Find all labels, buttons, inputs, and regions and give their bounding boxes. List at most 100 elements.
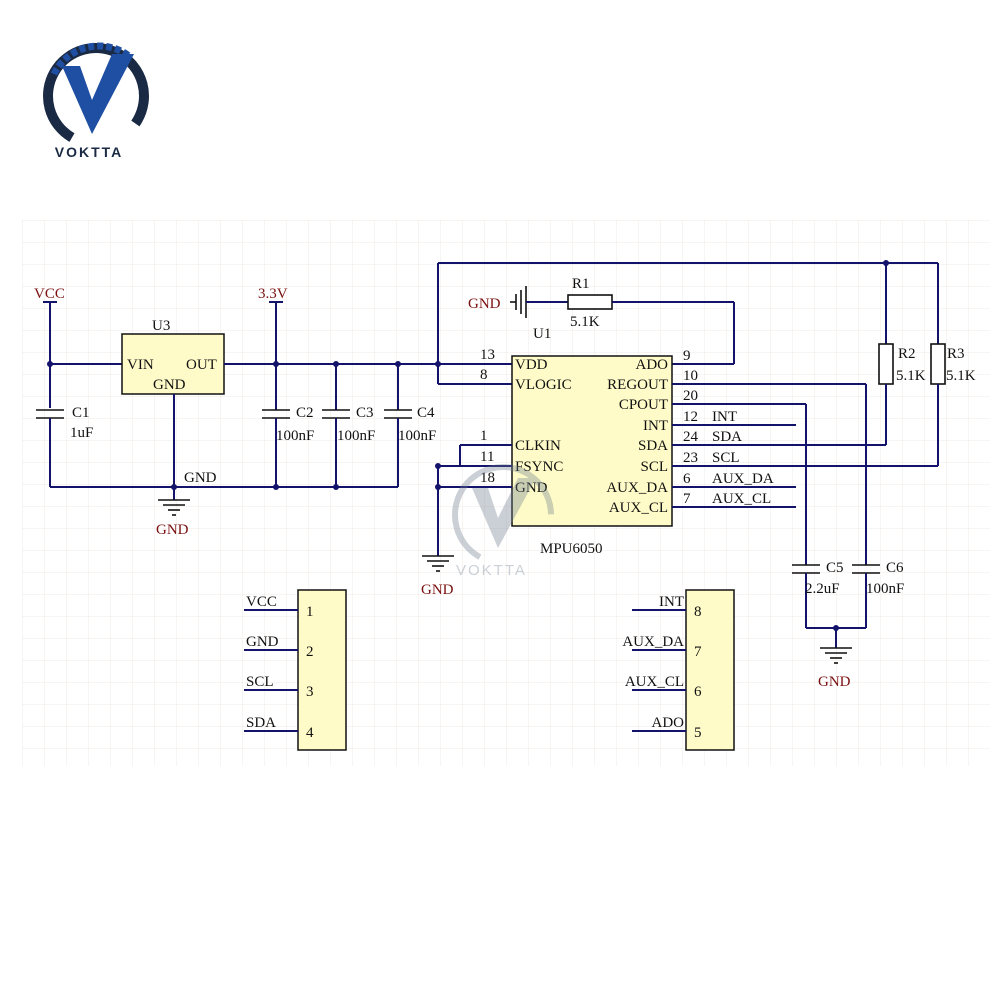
mpu-pin-number: 13 xyxy=(480,347,495,363)
mpu-pin-number: 10 xyxy=(683,368,698,384)
svg-text:GND: GND xyxy=(153,377,186,393)
capacitor-c3: C3 100nF xyxy=(322,364,375,487)
mpu-pin-name: AUX_CL xyxy=(609,500,668,516)
svg-text:5.1K: 5.1K xyxy=(946,368,976,384)
ground-symbol-caps: GND xyxy=(818,647,852,690)
mpu-pin-number: 7 xyxy=(683,491,691,507)
connector-left-pin-number: 3 xyxy=(306,684,314,700)
mpu-pin-name: INT xyxy=(643,418,668,434)
capacitor-c6: C6 100nF xyxy=(852,560,904,628)
mpu-pin-number: 6 xyxy=(683,471,691,487)
mpu-net-label: AUX_CL xyxy=(712,491,771,507)
mpu-pin-number: 20 xyxy=(683,388,698,404)
mpu-pin-number: 24 xyxy=(683,429,699,445)
resistor-r1: R1 5.1K xyxy=(567,276,613,330)
connector-right-label: AUX_CL xyxy=(625,674,684,690)
connector-right xyxy=(685,589,735,751)
svg-text:5.1K: 5.1K xyxy=(896,368,926,384)
svg-text:100nF: 100nF xyxy=(398,428,436,444)
mpu-pin-name: SDA xyxy=(638,438,668,454)
mpu-pin-number: 11 xyxy=(480,449,494,465)
connector-left-pin-number: 2 xyxy=(306,644,314,660)
v33-label: 3.3V xyxy=(258,286,288,302)
resistor-r2: R2 5.1K xyxy=(878,343,926,385)
svg-text:C3: C3 xyxy=(356,405,374,421)
watermark: VOKTTA xyxy=(452,464,555,579)
mpu-pin-name: VLOGIC xyxy=(515,377,572,393)
mpu-pin-name: VDD xyxy=(515,357,548,373)
svg-text:GND: GND xyxy=(156,522,189,538)
logo-arc-blue xyxy=(50,42,132,76)
mpu-pin-number: 8 xyxy=(480,367,488,383)
svg-text:C5: C5 xyxy=(826,560,844,576)
brand-name: VOKTTA xyxy=(54,144,124,160)
connector-left-label: GND xyxy=(246,634,279,650)
mpu-net-label: INT xyxy=(712,409,737,425)
svg-text:OUT: OUT xyxy=(186,357,217,373)
logo-v-mark xyxy=(62,54,134,134)
svg-text:C4: C4 xyxy=(417,405,435,421)
voktta-logo xyxy=(43,42,149,149)
gnd-u1-label: GND xyxy=(468,296,501,312)
svg-text:MPU6050: MPU6050 xyxy=(540,541,603,557)
capacitor-c5: C5 2.2uF xyxy=(792,560,844,628)
mpu-pin-name: CLKIN xyxy=(515,438,561,454)
vcc-label: VCC xyxy=(34,286,65,302)
svg-text:R2: R2 xyxy=(898,346,916,362)
svg-text:2.2uF: 2.2uF xyxy=(805,581,840,597)
connector-right-label: ADO xyxy=(652,715,685,731)
svg-text:C1: C1 xyxy=(72,405,90,421)
svg-text:100nF: 100nF xyxy=(866,581,904,597)
grid-background xyxy=(22,220,990,766)
connector-right-pin-number: 8 xyxy=(694,604,702,620)
connector-left-label: SDA xyxy=(246,715,276,731)
connector-left-pin-number: 4 xyxy=(306,725,314,741)
mpu-pin-name: GND xyxy=(515,480,548,496)
capacitor-c1: C1 1uF xyxy=(36,405,93,441)
regulator-u3: U3 VIN OUT GND xyxy=(121,318,225,395)
mpu-pin-name: ADO xyxy=(636,357,669,373)
capacitor-c4: C4 100nF xyxy=(384,364,436,487)
svg-text:R3: R3 xyxy=(947,346,965,362)
connector-left-label: VCC xyxy=(246,594,277,610)
mpu-pin-name: AUX_DA xyxy=(606,480,668,496)
connector-right-pin-number: 7 xyxy=(694,644,702,660)
ground-symbol-mpu: GND xyxy=(421,555,454,598)
svg-text:5.1K: 5.1K xyxy=(570,314,600,330)
svg-text:R1: R1 xyxy=(572,276,590,292)
svg-text:C6: C6 xyxy=(886,560,904,576)
junction-dots xyxy=(47,260,889,631)
ground-symbol-reg: GND xyxy=(156,499,190,538)
svg-text:GND: GND xyxy=(421,582,454,598)
connector-left-pin-number: 1 xyxy=(306,604,314,620)
mpu-pin-number: 18 xyxy=(480,470,495,486)
connector-left xyxy=(297,589,347,751)
capacitor-c2: C2 100nF xyxy=(262,364,314,487)
connector-left-label: SCL xyxy=(246,674,274,690)
mpu-pin-name: REGOUT xyxy=(607,377,668,393)
mpu-net-label: SDA xyxy=(712,429,742,445)
svg-text:100nF: 100nF xyxy=(276,428,314,444)
mpu-pin-name: FSYNC xyxy=(515,459,563,475)
mpu-pin-name: SCL xyxy=(640,459,668,475)
svg-text:U1: U1 xyxy=(533,326,551,342)
mpu-pin-number: 1 xyxy=(480,428,488,444)
mpu-net-label: SCL xyxy=(712,450,740,466)
svg-text:VIN: VIN xyxy=(127,357,154,373)
mpu-pin-number: 23 xyxy=(683,450,698,466)
svg-text:C2: C2 xyxy=(296,405,314,421)
gnd-net-label: GND xyxy=(184,470,217,486)
mpu-pin-name: CPOUT xyxy=(619,397,668,413)
svg-text:GND: GND xyxy=(818,674,851,690)
mpu-pin-number: 12 xyxy=(683,409,698,425)
connector-right-label: INT xyxy=(659,594,684,610)
connector-right-label: AUX_DA xyxy=(622,634,684,650)
mpu6050-chip: MPU6050 xyxy=(511,355,673,557)
svg-text:1uF: 1uF xyxy=(70,425,93,441)
svg-text:VOKTTA: VOKTTA xyxy=(456,562,527,579)
